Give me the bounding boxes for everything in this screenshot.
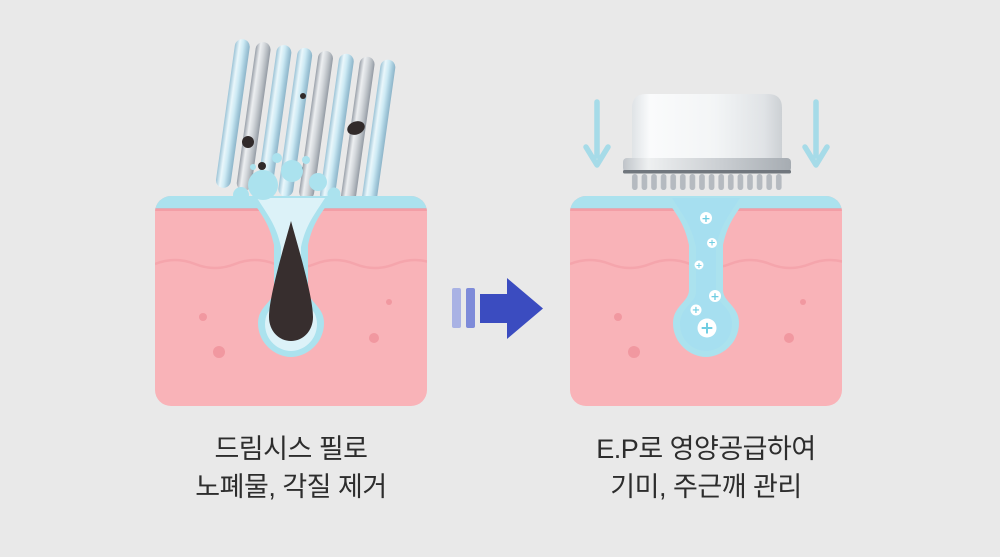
arrow-bar [452,288,461,328]
caption-line: 기미, 주근깨 관리 [610,472,802,502]
nutrient-bubble [694,260,704,270]
plus-icon: + [710,290,719,303]
freckle-dot [800,299,806,305]
nutrient-liquid [672,198,740,351]
ep-device [623,94,791,190]
freckle-dot [614,313,622,321]
nutrient-bubble [707,238,717,248]
device-body [632,94,782,160]
suction-tips [215,39,396,209]
impurity-dot [300,93,306,99]
peel-tip [257,45,292,194]
nutrient-bubble [709,290,721,302]
freckle-dot [628,346,640,358]
bubble [281,160,303,182]
nutrient-bubble [690,304,702,316]
caption-nutrition: E.P로 영양공급하여 기미, 주근깨 관리 [536,430,876,506]
impurity-dot [258,162,266,170]
peel-tip [236,42,271,191]
nutrient-bubble [697,318,717,338]
down-arrow-icon [583,99,611,168]
plus-icon: + [700,319,714,339]
nutrient-bubble [700,212,712,224]
impurity-dot [242,136,254,148]
down-arrow-icon [802,99,830,168]
freckle-dot [213,346,225,358]
caption-line: E.P로 영양공급하여 [596,434,816,464]
plus-icon: + [696,261,703,270]
peel-tip [319,53,354,203]
right-arrow-icon [480,278,543,339]
pressure-arrows [583,99,830,168]
caption-peeling: 드림시스 필로 노폐물, 각질 제거 [121,430,461,506]
plus-icon: + [692,305,700,316]
blackhead [269,221,313,341]
device-rim [623,158,791,172]
transition-arrow [452,278,543,339]
freckle-dot [784,333,794,343]
bubble [250,164,256,170]
caption-line: 드림시스 필로 [214,434,368,464]
plus-icon: + [708,239,716,249]
arrow-bar [466,288,475,328]
peel-tip [215,39,250,188]
bubble [309,173,327,191]
peel-tip [278,47,313,197]
impurity-dot [347,121,365,135]
caption-line: 노폐물, 각질 제거 [195,472,387,502]
device-bristles [630,174,784,190]
freckle-dot [199,313,207,321]
bubble [302,156,310,164]
sebum-bubbles [233,153,341,203]
skin-cross-section-left [155,196,427,406]
freckle-dot [386,299,392,305]
bubble [272,153,282,163]
plus-icon: + [701,212,710,225]
bubble [233,187,249,203]
nutrient-bubbles: + + + + + + [690,212,721,339]
freckle-dot [369,333,379,343]
bubble [248,170,278,200]
bubble [327,187,341,201]
peel-tip [361,59,396,209]
skin-cross-section-right [570,196,842,406]
device-rim-line [623,170,791,174]
